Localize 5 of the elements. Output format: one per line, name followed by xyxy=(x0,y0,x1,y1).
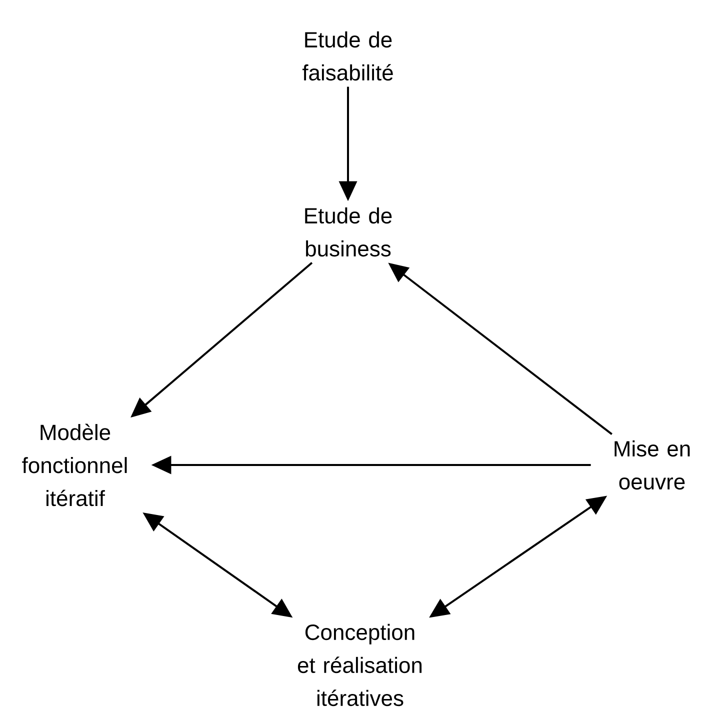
node-label: Etude de business xyxy=(305,207,392,257)
node-label: Etude de faisabilité xyxy=(302,31,393,81)
node-label: Modèle fonctionnel itératif xyxy=(22,424,127,506)
node-label: Conception et réalisation itératives xyxy=(298,624,422,706)
node-label: Mise en oeuvre xyxy=(614,440,690,490)
